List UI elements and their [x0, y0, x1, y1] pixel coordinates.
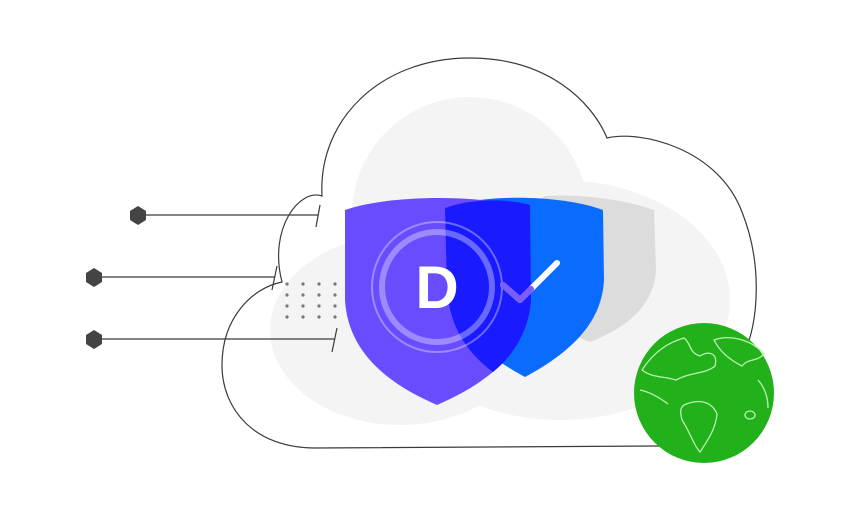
hexagon-node-icon [86, 268, 102, 287]
dot-grid-icon [285, 282, 337, 319]
grid-dot [285, 315, 289, 319]
connector-lines [86, 204, 338, 353]
ring-inner [379, 229, 495, 345]
hexagon-node-icon [130, 206, 146, 225]
grid-dot [333, 282, 337, 286]
grid-dot [285, 282, 289, 286]
hexagon-node-icon [86, 330, 102, 349]
check-icon-overlap [500, 282, 534, 303]
grid-dot [333, 304, 337, 308]
shield-letter: D [415, 254, 458, 321]
grid-dot [317, 315, 321, 319]
grid-dot [301, 304, 305, 308]
grid-dot [333, 315, 337, 319]
grid-dot [317, 293, 321, 297]
grid-dot [285, 293, 289, 297]
grid-dot [317, 304, 321, 308]
grid-dot [333, 293, 337, 297]
grid-dot [301, 282, 305, 286]
grid-dot [301, 293, 305, 297]
cloud-outline-icon [221, 57, 757, 449]
shield-overlap [445, 200, 531, 372]
grid-dot [285, 304, 289, 308]
globe-icon [634, 323, 774, 463]
grid-dot [301, 315, 305, 319]
grid-dot [317, 282, 321, 286]
